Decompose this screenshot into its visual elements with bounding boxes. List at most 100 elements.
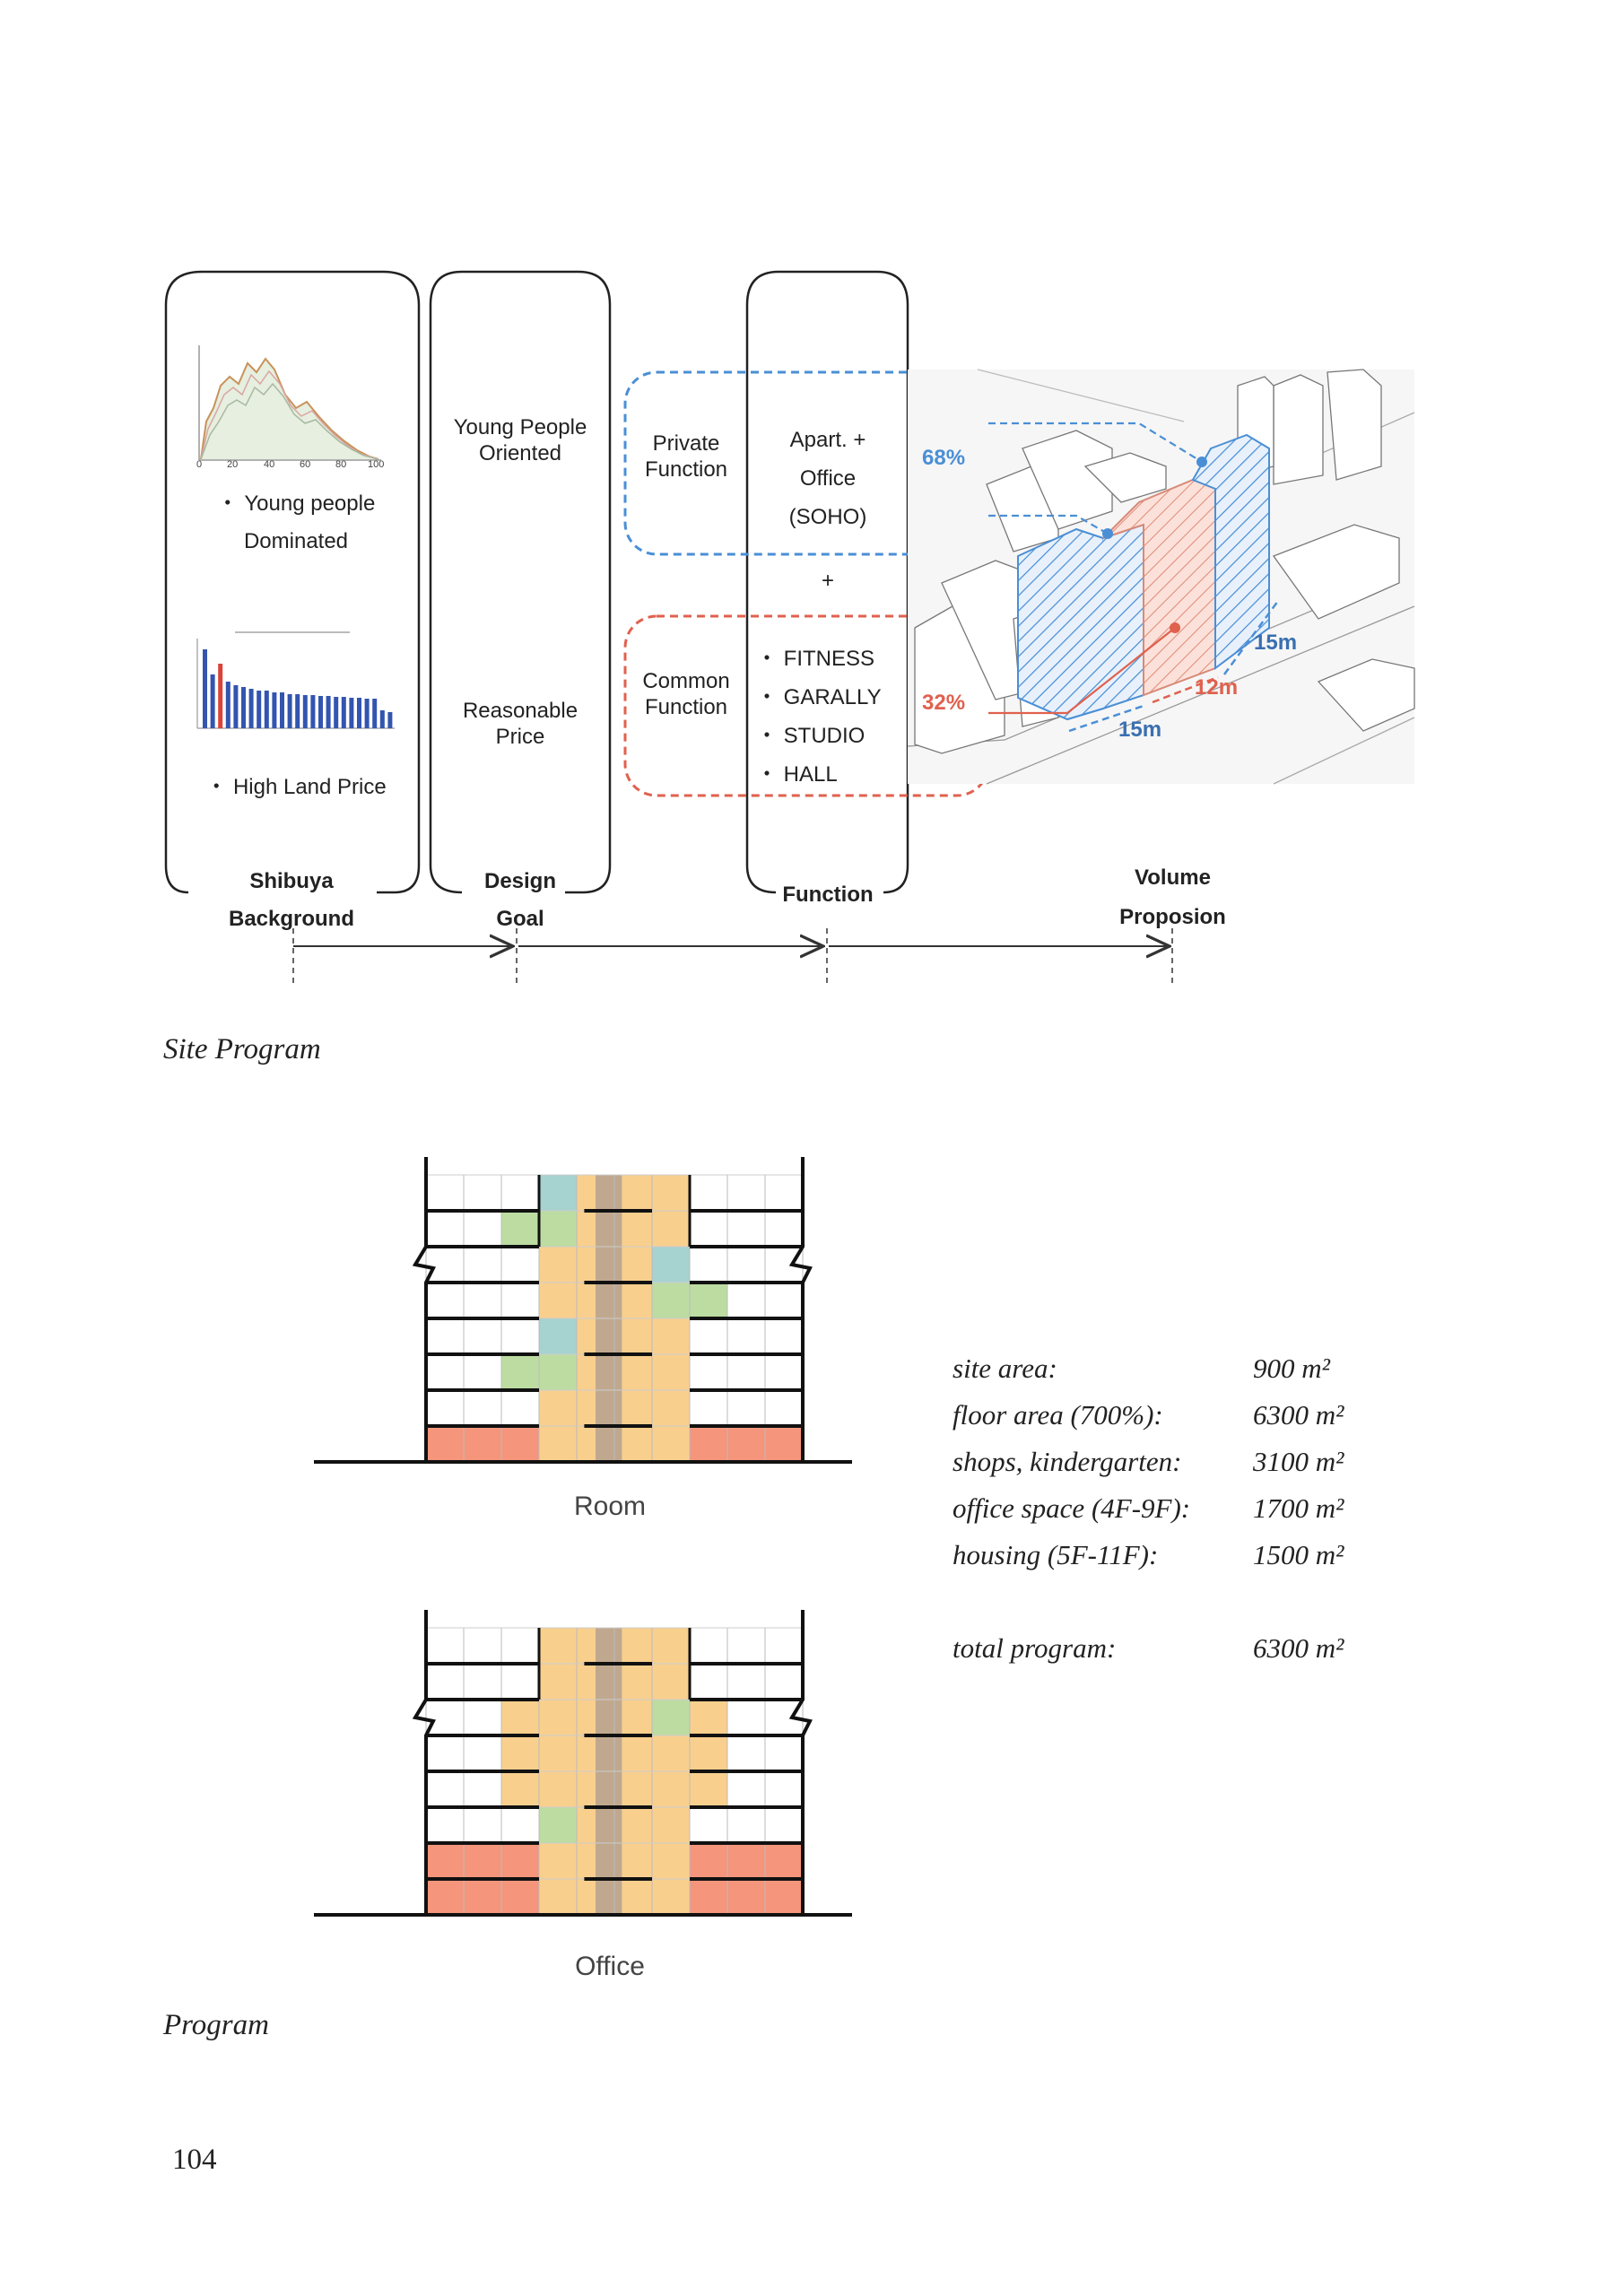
svg-text:100: 100 — [368, 459, 384, 470]
page-number: 104 — [172, 2144, 217, 2176]
program-cell — [539, 1390, 577, 1426]
function-column-label: Function — [782, 883, 874, 907]
land-price-bar — [210, 674, 215, 728]
total-row: total program: 6300 m² — [953, 1632, 1344, 1679]
volume-column-label: Volume Proposion — [1119, 865, 1226, 929]
age-chart-ticks: 0 20 40 60 80 100 — [196, 459, 384, 470]
land-price-bar — [387, 712, 393, 728]
high-land-price-item: ・ High Land Price — [205, 775, 387, 799]
land-price-bar — [310, 695, 316, 728]
land-price-bar-chart — [196, 631, 395, 729]
program-cell — [690, 1426, 803, 1462]
goal-column-frame — [429, 270, 612, 894]
building-volume-model — [907, 369, 1415, 785]
land-price-bar — [257, 691, 262, 728]
land-price-bar — [326, 696, 331, 728]
common-item: ・ STUDIO — [756, 724, 866, 748]
young-people-oriented-goal: Young People Oriented — [453, 415, 587, 465]
room-section-label: Room — [573, 1492, 647, 1521]
program-cell — [652, 1247, 690, 1283]
program-cell — [426, 1426, 539, 1462]
private-point-right — [1196, 457, 1207, 467]
common-item: ・ HALL — [756, 762, 838, 787]
land-price-bar — [357, 698, 361, 728]
timeline — [292, 928, 1173, 987]
land-price-bar — [302, 695, 308, 728]
background-column-frame — [164, 270, 421, 894]
program-cell — [539, 1807, 577, 1843]
common-connector — [988, 627, 1176, 715]
svg-text:0: 0 — [196, 459, 202, 470]
stat-row: office space (4F-9F): 1700 m² — [953, 1492, 1344, 1539]
land-price-bar — [233, 685, 239, 728]
private-point-left — [1102, 528, 1113, 539]
svg-text:60: 60 — [300, 459, 310, 470]
stat-value: 900 m² — [1253, 1352, 1330, 1384]
stat-label: site area: — [953, 1352, 1057, 1384]
office-section-label: Office — [575, 1952, 645, 1981]
program-cell — [690, 1700, 727, 1807]
dimension-left: 15m — [1118, 718, 1162, 742]
land-price-bar — [349, 698, 354, 728]
office-section-diagram — [314, 1610, 852, 1917]
common-item: ・ GARALLY — [756, 685, 882, 709]
program-caption: Program — [163, 2009, 269, 2041]
land-price-bar — [287, 694, 292, 728]
stat-row: site area: 900 m² — [953, 1352, 1330, 1399]
stat-row: floor area (700%): 6300 m² — [953, 1399, 1344, 1446]
program-cell — [501, 1700, 539, 1807]
site-program-diagram: 0 20 40 60 80 100 — [164, 270, 1415, 987]
land-price-bar — [203, 649, 207, 728]
young-people-item: ・ Young people Dominated — [216, 491, 376, 553]
land-price-bar — [341, 697, 346, 728]
stat-row: shops, kindergarten: 3100 m² — [953, 1446, 1344, 1492]
stat-row: housing (5F-11F): 1500 m² — [953, 1539, 1344, 1586]
stat-value: 3100 m² — [1253, 1446, 1344, 1477]
stat-label: shops, kindergarten: — [953, 1446, 1182, 1477]
private-connector — [988, 422, 1203, 535]
total-value: 6300 m² — [1253, 1632, 1344, 1664]
land-price-bar — [280, 692, 284, 728]
age-distribution-chart — [198, 345, 381, 461]
site-program-caption: Site Program — [163, 1033, 321, 1065]
land-price-bar — [248, 689, 254, 728]
land-price-bar — [379, 710, 385, 728]
svg-text:80: 80 — [335, 459, 346, 470]
land-price-bar — [364, 699, 370, 728]
total-label: total program: — [953, 1632, 1117, 1664]
function-column-frame — [745, 270, 909, 894]
room-section-diagram — [314, 1157, 852, 1464]
common-function-list: ・ FITNESS ・ GARALLY ・ STUDIO ・ HALL — [756, 639, 882, 794]
svg-text:20: 20 — [227, 459, 238, 470]
common-function-label: Common Function — [642, 669, 730, 719]
private-function-label: Private Function — [644, 431, 728, 482]
stat-value: 6300 m² — [1253, 1399, 1344, 1431]
reasonable-price-goal: Reasonable Price — [462, 699, 578, 749]
stat-label: floor area (700%): — [953, 1399, 1163, 1431]
stat-value: 1700 m² — [1253, 1492, 1344, 1524]
land-price-bar — [318, 696, 323, 728]
soho-label: Apart. + Office (SOHO) — [788, 428, 867, 529]
land-price-bar — [372, 699, 378, 728]
land-price-bar — [218, 664, 223, 728]
private-percentage: 68% — [922, 446, 966, 470]
common-item: ・ FITNESS — [756, 647, 875, 671]
land-price-bar — [295, 694, 300, 728]
plus-sign: + — [821, 569, 834, 593]
common-point — [1170, 622, 1180, 633]
stat-label: housing (5F-11F): — [953, 1539, 1159, 1570]
dimension-right: 15m — [1254, 631, 1298, 655]
land-price-bar — [241, 687, 246, 728]
program-cell — [652, 1700, 690, 1735]
stat-label: office space (4F-9F): — [953, 1492, 1191, 1524]
program-cell — [539, 1318, 577, 1354]
land-price-bar — [225, 682, 231, 728]
design-goal-column-label: Design Goal — [483, 869, 556, 931]
land-price-bar — [334, 697, 339, 728]
svg-text:40: 40 — [264, 459, 274, 470]
program-stats: site area: 900 m² floor area (700%): 630… — [953, 1352, 1344, 1679]
background-column-label: Shibuya Background — [228, 869, 354, 931]
dimension-middle: 12m — [1195, 675, 1239, 700]
land-price-bar — [264, 691, 269, 728]
